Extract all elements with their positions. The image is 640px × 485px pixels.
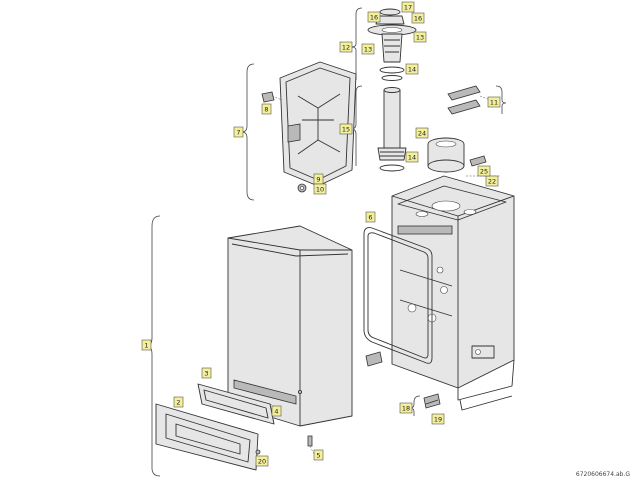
svg-text:25: 25	[480, 168, 488, 176]
svg-text:15: 15	[342, 126, 350, 134]
svg-text:10: 10	[316, 186, 324, 194]
callout-10: 10	[313, 183, 327, 195]
svg-text:17: 17	[404, 4, 412, 12]
bracket-clip-group	[409, 395, 421, 416]
svg-text:13: 13	[416, 34, 424, 42]
callout-6: 6	[365, 211, 376, 223]
svg-text:20: 20	[258, 458, 266, 466]
callout-2: 2	[173, 396, 184, 408]
front-casing	[227, 225, 353, 427]
bracket-panel-group	[241, 63, 255, 201]
callout-20: 20	[255, 455, 269, 467]
fascia-trim	[197, 383, 279, 425]
callout-8: 8	[261, 103, 272, 115]
fixing-screw	[307, 435, 315, 455]
callout-13-right: 13	[413, 31, 427, 43]
svg-text:8: 8	[264, 106, 268, 114]
callout-24: 24	[415, 127, 429, 139]
svg-text:5: 5	[316, 452, 320, 460]
svg-text:4: 4	[274, 408, 278, 416]
callout-18: 18	[399, 402, 413, 414]
drawing-reference: 6720606674.ab.G	[575, 471, 630, 478]
seal-ring-lower	[379, 164, 405, 172]
callout-12: 12	[339, 41, 353, 53]
svg-text:6: 6	[368, 214, 372, 222]
svg-text:9: 9	[316, 176, 320, 184]
callout-15: 15	[339, 123, 353, 135]
bracket-brackets-group	[495, 85, 507, 114]
side-cover-panel	[279, 61, 357, 193]
callout-14-upper: 14	[405, 63, 419, 75]
callout-3: 3	[201, 367, 212, 379]
svg-text:24: 24	[418, 130, 426, 138]
bracket-flue-pipe-group	[350, 85, 363, 166]
svg-text:7: 7	[236, 129, 240, 137]
callout-11: 11	[487, 96, 501, 108]
callout-5: 5	[313, 449, 324, 461]
svg-text:14: 14	[408, 154, 416, 162]
svg-text:22: 22	[488, 178, 496, 186]
svg-text:14: 14	[408, 66, 416, 74]
flue-pipe	[383, 89, 401, 149]
callout-14-lower: 14	[405, 151, 419, 163]
callout-25: 25	[477, 165, 491, 177]
callout-13-left: 13	[361, 43, 375, 55]
svg-text:2: 2	[176, 399, 180, 407]
svg-text:12: 12	[342, 44, 350, 52]
svg-text:19: 19	[434, 416, 442, 424]
svg-text:16: 16	[414, 15, 422, 23]
bracket-flue-group	[350, 7, 363, 80]
svg-text:1: 1	[144, 342, 148, 350]
callout-9: 9	[313, 173, 324, 185]
bottom-fascia-panel	[155, 403, 261, 471]
callout-16-right: 16	[411, 12, 425, 24]
callout-19: 19	[431, 413, 445, 425]
callout-17: 17	[401, 1, 415, 13]
svg-text:18: 18	[402, 405, 410, 413]
svg-text:11: 11	[490, 99, 498, 107]
boiler-chassis	[391, 175, 515, 411]
callout-4: 4	[271, 405, 282, 417]
callout-22: 22	[485, 175, 499, 187]
flue-cap	[379, 8, 401, 16]
seal-ring	[379, 66, 405, 74]
svg-text:16: 16	[370, 14, 378, 22]
combustion-chamber-seal	[363, 227, 433, 364]
flue-adapter	[427, 137, 487, 173]
callout-7: 7	[233, 126, 244, 138]
retaining-clip	[365, 351, 441, 409]
flue-assembly	[367, 8, 417, 172]
panel-clip	[261, 91, 283, 103]
mounting-brackets	[447, 85, 491, 115]
screw-icon	[255, 449, 261, 455]
svg-text:3: 3	[204, 370, 208, 378]
callout-1: 1	[141, 339, 152, 351]
callout-16-left: 16	[367, 11, 381, 23]
svg-text:13: 13	[364, 46, 372, 54]
